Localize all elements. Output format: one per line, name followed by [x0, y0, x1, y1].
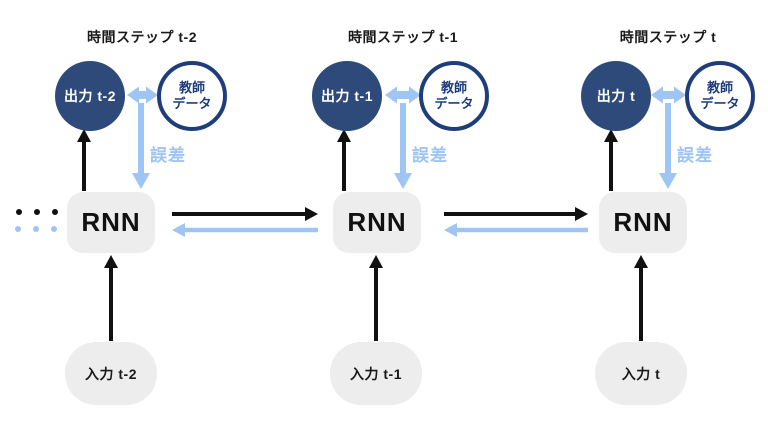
error-label-t: 誤差: [677, 146, 713, 165]
rnn-node-t1: RNN: [333, 192, 421, 253]
error-label-t2: 誤差: [150, 146, 186, 165]
output-node-t2: 出力 t-2: [55, 61, 125, 131]
output-node-t: 出力 t: [581, 61, 651, 131]
timestep-title-t1: 時間ステップ t-1: [348, 29, 458, 45]
teacher-data-node-t1: 教師 データ: [419, 61, 489, 131]
input-node-t2: 入力 t-2: [65, 342, 157, 405]
input-node-t: 入力 t: [595, 342, 687, 405]
input-node-t1: 入力 t-1: [330, 342, 422, 405]
rnn-node-t: RNN: [599, 192, 687, 253]
error-label-t1: 誤差: [412, 146, 448, 165]
timestep-title-t2: 時間ステップ t-2: [87, 29, 197, 45]
rnn-node-t2: RNN: [67, 192, 155, 253]
timestep-title-t: 時間ステップ t: [619, 29, 717, 45]
teacher-data-node-t2: 教師 データ: [157, 61, 227, 131]
backward-ellipsis-dots: [15, 226, 57, 232]
output-node-t1: 出力 t-1: [312, 61, 382, 131]
forward-ellipsis-dots: [16, 209, 58, 215]
teacher-data-node-t: 教師 データ: [685, 61, 755, 131]
